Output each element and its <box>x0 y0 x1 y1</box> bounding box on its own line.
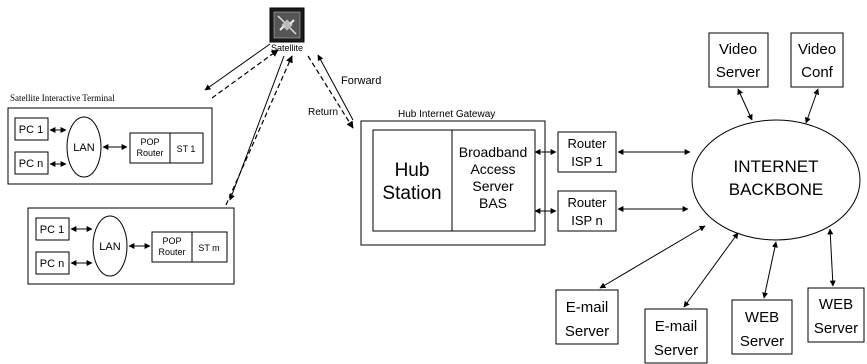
web-server-1: WEB Server <box>731 299 793 355</box>
pc-n-label: PC n <box>19 158 43 170</box>
pop-label: POP <box>140 137 159 147</box>
email-server-1: E-mail Server <box>555 289 619 345</box>
video-server-line1: Video <box>719 41 757 58</box>
video-server: Video Server <box>708 32 769 88</box>
email-server-2-line1: E-mail <box>655 318 698 335</box>
email-server-1-line1: E-mail <box>566 299 609 316</box>
router-isp-1-line1: Router <box>567 136 607 151</box>
bas-line4: BAS <box>479 195 507 211</box>
video-conf: Video Conf <box>790 32 844 88</box>
video-conf-line2: Conf <box>801 64 834 81</box>
router-isp-n-line2: ISP n <box>571 213 603 228</box>
hub-station-line1: Hub <box>395 160 430 181</box>
st-box <box>191 231 228 263</box>
hub-gateway: Hub Station Broadband Access Server BAS <box>360 120 546 246</box>
backbone-line1: INTERNET <box>734 157 819 176</box>
satellite-node: Satellite <box>269 7 305 53</box>
router-label: Router <box>158 247 185 257</box>
bas-line1: Broadband <box>459 144 528 160</box>
video-conf-line1: Video <box>798 41 836 58</box>
terminal-2: PC 1 PC n LAN POP Router ST m <box>27 207 235 285</box>
email-server-2: E-mail Server <box>644 308 708 364</box>
web-server-2-line2: Server <box>814 320 858 337</box>
hub-gateway-title: Hub Internet Gateway <box>398 109 495 120</box>
backbone-line2: BACKBONE <box>729 180 823 199</box>
st-label: ST 1 <box>177 144 196 154</box>
satellite-label: Satellite <box>271 43 303 53</box>
forward-label: Forward <box>341 75 381 87</box>
pop-label: POP <box>162 236 181 246</box>
router-isp-1: Router ISP 1 <box>557 131 617 173</box>
satellite-links <box>204 43 354 206</box>
terminal-group-title: Satellite Interactive Terminal <box>10 93 115 103</box>
web-server-1-line2: Server <box>740 333 784 350</box>
router-isp-n: Router ISP n <box>557 190 617 232</box>
video-server-line2: Server <box>716 64 760 81</box>
router-isp-1-line2: ISP 1 <box>571 154 603 169</box>
internet-backbone: INTERNET BACKBONE <box>691 119 861 241</box>
pc-1-box <box>14 117 49 141</box>
web-server-1-line1: WEB <box>745 309 779 326</box>
email-server-2-line2: Server <box>654 342 698 359</box>
email-server-1-line2: Server <box>565 323 609 340</box>
pc-n-box <box>35 251 70 275</box>
return-label: Return <box>308 107 338 118</box>
pop-router-box <box>129 132 171 164</box>
st-box <box>169 132 204 164</box>
lan-label: LAN <box>73 142 94 154</box>
pc-n-label: PC n <box>40 258 64 270</box>
lan-ellipse <box>66 116 102 178</box>
st-label: ST m <box>198 243 219 253</box>
pc-1-box <box>35 217 70 241</box>
pc-1-label: PC 1 <box>40 224 64 236</box>
lan-ellipse <box>92 215 128 277</box>
lan-label: LAN <box>99 241 120 253</box>
hub-station-line2: Station <box>382 183 441 204</box>
pc-1-label: PC 1 <box>19 124 43 136</box>
router-label: Router <box>136 148 163 158</box>
terminal-1: PC 1 PC n LAN POP Router ST 1 <box>7 107 213 185</box>
web-server-2: WEB Server <box>807 287 865 343</box>
pc-n-box <box>14 151 49 175</box>
bas-line2: Access <box>470 161 515 177</box>
router-isp-n-line1: Router <box>567 195 607 210</box>
pop-router-box <box>151 231 193 263</box>
web-server-2-line1: WEB <box>819 296 853 313</box>
bas-line3: Server <box>472 178 514 194</box>
